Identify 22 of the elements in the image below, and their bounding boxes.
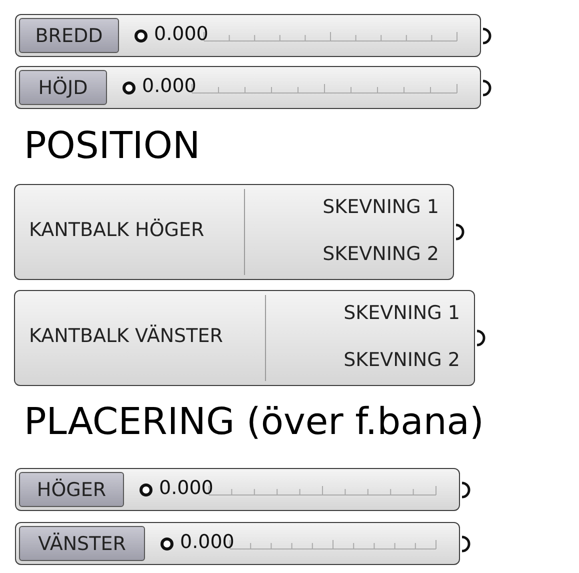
slider-value: 0.000 xyxy=(159,477,214,499)
slider-value: 0.000 xyxy=(154,23,208,45)
list-name: KANTBALK HÖGER xyxy=(29,219,204,241)
slider-label: HÖGER xyxy=(19,472,124,507)
list-item: SKEVNING 2 xyxy=(344,349,460,371)
slider-label: HÖJD xyxy=(19,70,107,105)
number-slider xyxy=(15,14,481,57)
slider-label: VÄNSTER xyxy=(19,526,145,561)
slider-value: 0.000 xyxy=(180,531,234,553)
value-list-panel xyxy=(14,184,454,280)
number-slider xyxy=(15,468,460,511)
section-heading: POSITION xyxy=(24,124,200,167)
section-heading: PLACERING (över f.bana) xyxy=(24,400,484,443)
number-slider xyxy=(15,66,481,109)
list-name: KANTBALK VÄNSTER xyxy=(29,325,223,347)
list-item: SKEVNING 1 xyxy=(344,302,460,324)
value-list-panel xyxy=(14,290,475,386)
number-slider xyxy=(15,522,460,565)
slider-label: BREDD xyxy=(19,18,119,53)
list-item: SKEVNING 1 xyxy=(322,196,439,218)
slider-value: 0.000 xyxy=(142,75,196,97)
list-item: SKEVNING 2 xyxy=(322,243,439,265)
